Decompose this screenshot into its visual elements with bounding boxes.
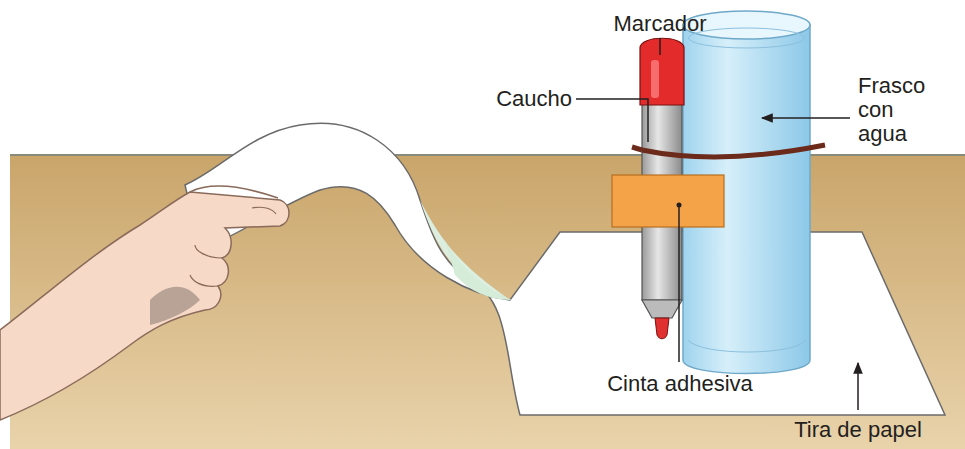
hand [0, 186, 289, 420]
leader-arrow [857, 363, 859, 410]
tape [612, 175, 724, 227]
leader-line [576, 99, 648, 142]
part-label: Marcador [614, 12, 707, 36]
rubber-band [642, 145, 825, 157]
leader-line [678, 205, 680, 362]
paper-strip [185, 123, 945, 415]
part-label: Frasco con agua [858, 74, 932, 146]
leader-line [659, 38, 661, 55]
part-label: Caucho [496, 87, 572, 111]
leader-arrow [762, 117, 850, 119]
part-label: Cinta adhesiva [607, 372, 753, 396]
part-label: Tira de papel [794, 418, 922, 442]
